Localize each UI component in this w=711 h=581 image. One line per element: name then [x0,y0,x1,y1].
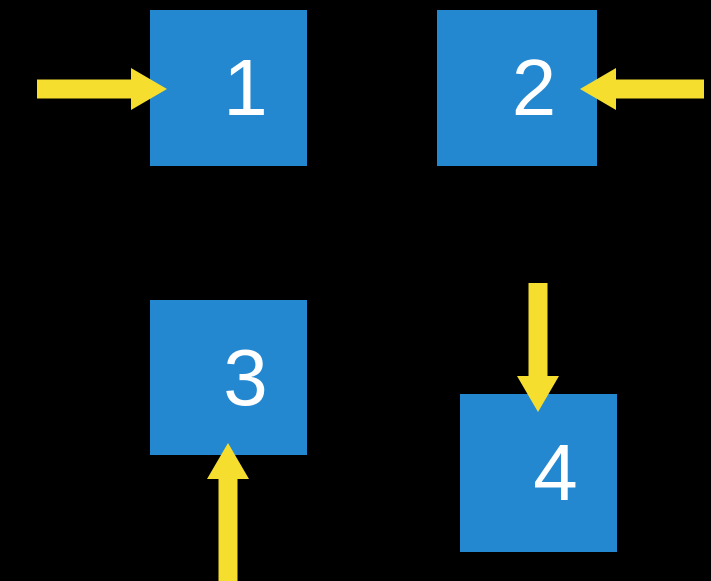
arrow-up-icon [207,443,249,581]
node-2-rect [437,10,597,166]
node-1-rect [150,10,307,166]
node-4-label: 4 [533,428,578,517]
diagram-node-1[interactable]: 1 [150,10,307,166]
diagram-node-3[interactable]: 3 [150,300,307,455]
arrow-left-icon [580,68,704,110]
diagram-node-2[interactable]: 2 [437,10,597,166]
arrow-into-node-2 [580,68,704,110]
diagram-node-4[interactable]: 4 [460,394,617,552]
node-3-rect [150,300,307,455]
arrow-down-icon [517,283,559,412]
node-1-label: 1 [223,43,268,132]
arrow-into-node-3 [207,443,249,581]
node-2-label: 2 [511,43,557,132]
arrow-into-node-1 [37,68,167,110]
node-4-rect [460,394,617,552]
arrow-into-node-4 [517,283,559,412]
arrow-right-icon [37,68,167,110]
node-3-label: 3 [223,332,268,422]
